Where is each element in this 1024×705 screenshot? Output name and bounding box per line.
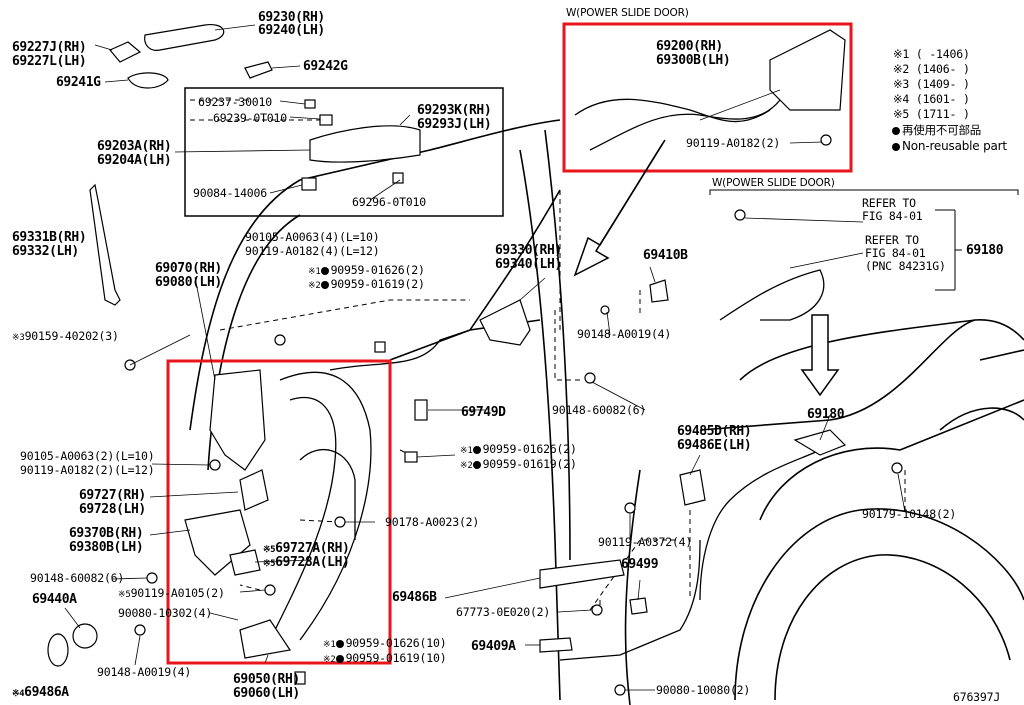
label-69200: 69200(RH): [656, 39, 723, 54]
label-69227J: 69227J(RH): [12, 40, 87, 55]
label-69296: 69296-0T010: [352, 195, 426, 209]
label-69080: 69080(LH): [155, 275, 222, 290]
label-69410B: 69410B: [643, 248, 688, 263]
label-69440A: 69440A: [32, 592, 77, 607]
label-69293K: 69293K(RH): [417, 103, 492, 118]
part-shapes: [47, 23, 903, 696]
label-90159: ※390159-40202(3): [12, 329, 119, 344]
filled-circle-icon: [472, 446, 481, 454]
label-90178: 90178-A0023(2): [385, 515, 480, 529]
label-69050: 69050(RH): [233, 672, 300, 687]
label-90080-a: 90080-10302(4): [118, 606, 213, 620]
label-69300B: 69300B(LH): [656, 53, 731, 68]
vehicle-body-outline: [189, 119, 1024, 705]
legend-period-1: ※1 ( -1406): [893, 47, 970, 61]
label-69241G: 69241G: [56, 75, 101, 90]
label-69486A: ※469486A: [12, 685, 69, 700]
label-69203A: 69203A(RH): [97, 139, 172, 154]
power-door-highlight-box: [562, 22, 853, 173]
legend-period-3: ※3 (1409- ): [893, 77, 970, 91]
label-67773: 67773-0E020(2): [456, 605, 551, 619]
label-69293J: 69293J(LH): [417, 117, 492, 132]
filled-circle-icon: [892, 143, 900, 151]
label-90080-b: 90080-10080(2): [656, 683, 751, 697]
legend-period-2: ※2 (1406- ): [893, 62, 970, 76]
label-90119-top: 90119-A0182(4)(L=12): [245, 244, 380, 258]
filled-circle-icon: [335, 640, 344, 648]
label-69499: 69499: [621, 557, 659, 572]
refer-note-2-line2: FIG 84-01: [865, 246, 926, 260]
filled-circle-icon: [320, 281, 329, 289]
refer-note-1-line2: FIG 84-01: [862, 209, 923, 223]
pointer-arrow-down: [800, 314, 840, 397]
label-90084: 90084-14006: [193, 186, 267, 200]
label-90179: 90179-10148(2): [862, 507, 957, 521]
lock-assembly-highlight-box: [166, 359, 392, 665]
label-69409A: 69409A: [471, 639, 516, 654]
refer-note-2-line3: (PNC 84231G): [865, 259, 946, 273]
label-90119-c: 90119-A0372(4): [598, 535, 693, 549]
figure-id: 676397J: [953, 690, 1001, 704]
label-90119-a: ※590119-A0105(2): [118, 586, 225, 601]
label-69727: 69727(RH): [79, 488, 146, 503]
label-90148-d: 90148-A0019(4): [97, 665, 192, 679]
label-69180: 69180: [807, 407, 845, 422]
legend-non-reusable-en: Non-reusable part: [892, 140, 1007, 153]
label-90148-c: 90148-60082(6): [30, 571, 125, 585]
label-69380B: 69380B(LH): [69, 540, 144, 555]
label-69331B: 69331B(RH): [12, 230, 87, 245]
filled-circle-icon: [335, 655, 344, 663]
legend-non-reusable-jp: 再使用不可部品: [892, 124, 981, 137]
cable-lines: [269, 98, 825, 661]
power-door-bracket: [709, 189, 1019, 195]
label-69485D: 69485D(RH): [677, 424, 752, 439]
refer-note-1-line1: REFER TO: [862, 196, 916, 210]
label-69728: 69728(LH): [79, 502, 146, 517]
label-69332: 69332(LH): [12, 244, 79, 259]
label-69242G: 69242G: [303, 59, 348, 74]
label-69237: 69237-30010: [198, 95, 272, 109]
legend-period-5: ※5 (1711- ): [893, 107, 970, 121]
label-69227L: 69227L(LH): [12, 54, 87, 69]
label-69060: 69060(LH): [233, 686, 300, 701]
label-90119-left: 90119-A0182(2)(L=12): [20, 463, 155, 477]
label-90105-top: 90105-A0063(4)(L=10): [245, 230, 380, 244]
label-69486E: 69486E(LH): [677, 438, 752, 453]
legend-period-4: ※4 (1601- ): [893, 92, 970, 106]
label-69340: 69340(LH): [495, 257, 562, 272]
label-69749D: 69749D: [461, 405, 506, 420]
refer-note-2-line1: REFER TO: [865, 233, 919, 247]
label-90148-b: 90148-60082(6): [552, 403, 647, 417]
label-69239: 69239-0T010: [213, 111, 287, 125]
label-69727A: ※569727A(RH): [263, 541, 350, 556]
label-69728A: ※569728A(LH): [263, 555, 350, 570]
power-door-header-top: W(POWER SLIDE DOOR): [566, 7, 689, 19]
label-69230: 69230(RH): [258, 10, 325, 25]
filled-circle-icon: [892, 127, 900, 135]
label-69204A: 69204A(LH): [97, 153, 172, 168]
label-90105-left: 90105-A0063(2)(L=10): [20, 449, 155, 463]
refer-bracket: [935, 209, 962, 291]
label-69330: 69330(RH): [495, 243, 562, 258]
label-69370B: 69370B(RH): [69, 526, 144, 541]
leader-lines: [64, 24, 906, 691]
label-90119-b: 90119-A0182(2): [686, 136, 781, 150]
pointer-arrow-diagonal: [573, 139, 666, 277]
label-69486B: 69486B: [392, 590, 437, 605]
filled-circle-icon: [320, 267, 329, 275]
label-90148-a: 90148-A0019(4): [577, 327, 672, 341]
label-69240: 69240(LH): [258, 23, 325, 38]
power-door-header-right: W(POWER SLIDE DOOR): [712, 177, 835, 189]
label-69180-top: 69180: [966, 243, 1004, 258]
label-69070: 69070(RH): [155, 261, 222, 276]
filled-circle-icon: [472, 461, 481, 469]
